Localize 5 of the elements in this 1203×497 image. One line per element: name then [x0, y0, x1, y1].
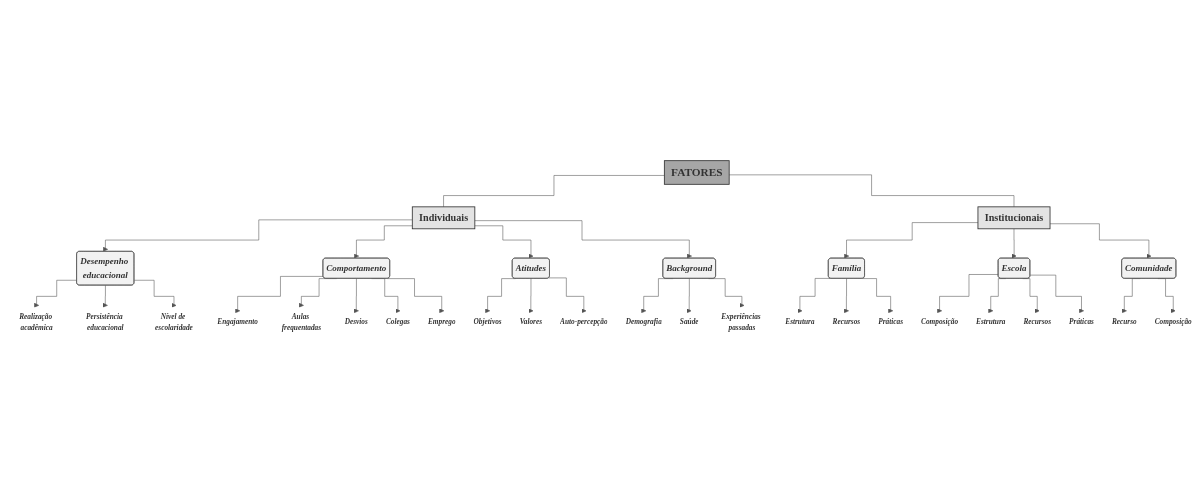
connector — [443, 175, 665, 208]
node-box: Individuais — [411, 206, 476, 230]
connector — [728, 174, 1015, 208]
node-box: Institucionais — [977, 206, 1051, 230]
node-box: FATORES — [663, 160, 730, 185]
